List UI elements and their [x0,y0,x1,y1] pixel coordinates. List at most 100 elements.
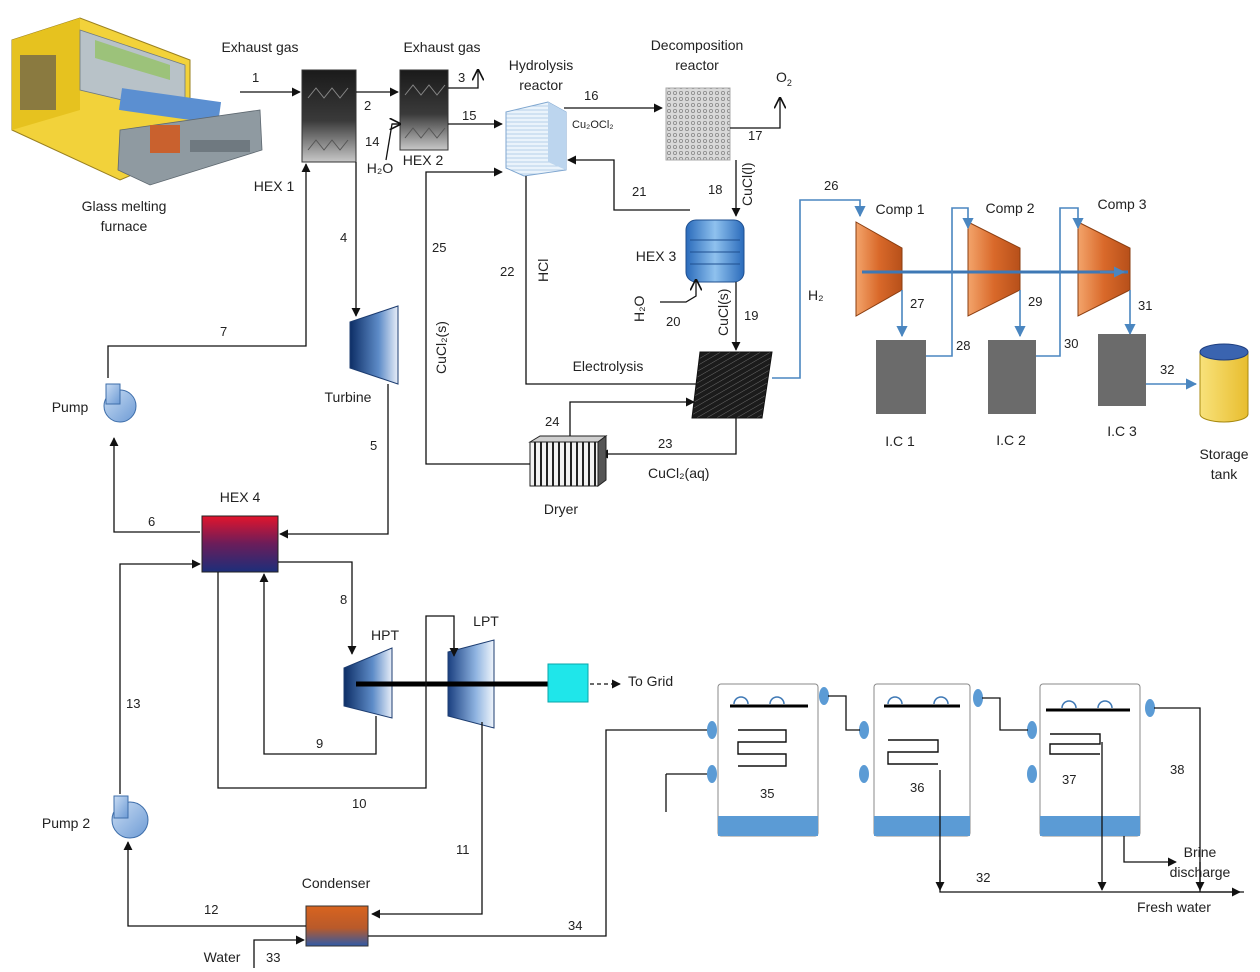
hydrolysis-label-2: reactor [519,77,563,93]
stream-28-label: 28 [956,338,970,353]
stream-17-label: 17 [748,128,762,143]
o2-sub: 2 [787,78,792,88]
pump [103,383,137,423]
stream-19-label: 19 [744,308,758,323]
stream-21-line [567,155,690,211]
intercooler-1 [876,340,926,414]
stream-22-label: 22 [500,264,514,279]
stream-12-label: 12 [204,902,218,917]
pump-label: Pump [52,399,89,415]
exhaust-gas-label-1: Exhaust gas [221,39,298,55]
stream-30-label: 30 [1064,336,1078,351]
stream-23-line [599,418,737,459]
ic-2-label: I.C 2 [996,432,1026,448]
stream-14-line [385,123,398,161]
stream-36-label: 36 [910,780,924,795]
electrolysis-label: Electrolysis [573,358,644,374]
stream-7-label: 7 [220,324,227,339]
stream-32-water-label: 32 [976,870,990,885]
desal-effect-3 [1027,683,1155,837]
glass-furnace-label-2: furnace [101,218,148,234]
pump-2-label: Pump 2 [42,815,90,831]
hex-1-label: HEX 1 [254,178,295,194]
dryer-label: Dryer [544,501,579,517]
stream-8-label: 8 [340,592,347,607]
stream-9-label: 9 [316,736,323,751]
desal-effect-1 [707,683,829,837]
cucl-s-label: CuCl(s) [715,289,731,336]
stream-10-label: 10 [352,796,366,811]
link-1-2 [828,695,860,731]
stream-29-label: 29 [1028,294,1042,309]
stream-27-label: 27 [910,296,924,311]
electrolysis-cell [691,351,773,419]
cucl-l-label: CuCl(l) [739,162,755,206]
h2-label: H₂ [808,287,824,303]
stream-14-label: 14 [365,134,379,149]
decomposition-label-1: Decomposition [651,37,744,53]
lpt-label: LPT [473,613,499,629]
stream-5-label: 5 [370,438,377,453]
stream-20-line [660,280,696,303]
stream-32-h2-label: 32 [1160,362,1174,377]
stream-22-line [525,176,705,389]
stream-34-label: 34 [568,918,582,933]
stream-33-label: 33 [266,950,280,965]
stream-17-line [730,98,780,129]
compressor-2 [967,221,1021,317]
comp-3-label: Comp 3 [1097,196,1146,212]
glass-furnace-label-1: Glass melting [82,198,167,214]
stream-21-label: 21 [632,184,646,199]
generator [547,663,589,703]
link-2-3 [982,697,1028,731]
comp-2-label: Comp 2 [985,200,1034,216]
brine-label-2: discharge [1170,864,1231,880]
pump-2 [111,795,149,839]
cucl2-s-label: CuCl₂(s) [433,321,449,374]
hex-4 [201,515,279,573]
fresh-water-label: Fresh water [1137,899,1211,915]
stream-38-label: 38 [1170,762,1184,777]
storage-label-2: tank [1211,466,1238,482]
hpt-label: HPT [371,627,399,643]
stream-33-line [253,935,305,968]
fresh-water-line [939,770,1244,893]
stream-28-line [926,207,974,357]
decomposition-reactor [665,87,731,161]
stream-25-label: 25 [432,240,446,255]
h2o-hex2-label: H₂O [367,160,394,176]
ic-3-label: I.C 3 [1107,423,1137,439]
stream-4-label: 4 [340,230,347,245]
hex-3 [685,219,745,283]
stream-9-line [259,573,377,755]
cu2ocl2-label: Cu₂OCl₂ [572,119,614,131]
stream-35-label: 35 [760,786,774,801]
stream-30-line [1036,207,1084,357]
water-label: Water [204,949,241,965]
stream-24-line [569,397,695,436]
intercooler-3 [1098,334,1146,406]
stream-3-label: 3 [458,70,465,85]
stream-16-label: 16 [584,88,598,103]
hex-3-label: HEX 3 [636,248,677,264]
stream-7-line [107,163,311,378]
compressor-3 [1077,221,1131,317]
stream-15-label: 15 [462,108,476,123]
turbine-label: Turbine [325,389,372,405]
condenser-label: Condenser [302,875,371,891]
decomposition-label-2: reactor [675,57,719,73]
hydrolysis-label-1: Hydrolysis [509,57,574,73]
glass-melting-furnace [11,17,263,186]
stream-38-line [1154,707,1201,892]
comp-1-label: Comp 1 [875,201,924,217]
stream-31-label: 31 [1138,298,1152,313]
brine-discharge-line [1123,836,1177,867]
to-grid-label: To Grid [628,673,673,689]
intercooler-2 [988,340,1036,414]
cucl2-aq-label: CuCl₂(aq) [648,465,709,481]
stream-11-line [371,722,483,919]
stream-10-line [217,572,455,789]
hcl-label: HCl [535,259,551,282]
stream-20-label: 20 [666,314,680,329]
